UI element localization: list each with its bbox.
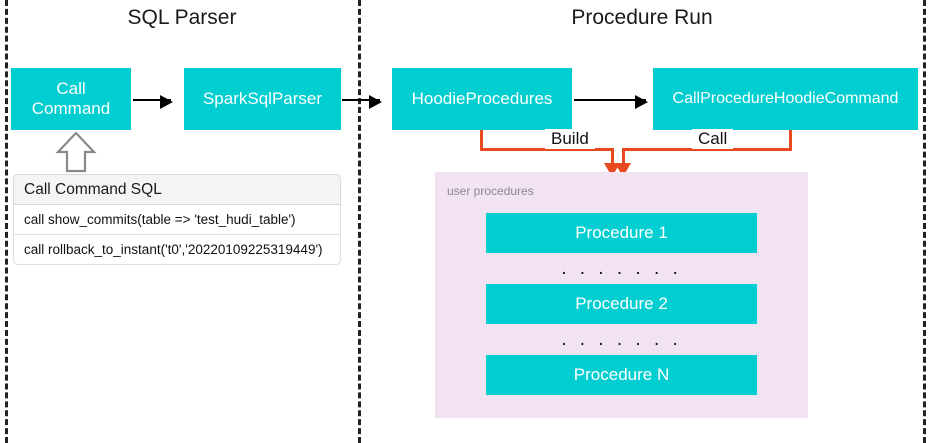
call-command-sql-table: Call Command SQL call show_commits(table… (13, 174, 341, 265)
call-connector-horizontal (622, 148, 792, 151)
procedures-ellipsis-2: . . . . . . . (561, 329, 682, 350)
user-procedures-label: user procedures (447, 184, 534, 198)
sql-table-row-0[interactable]: call show_commits(table => 'test_hudi_ta… (13, 205, 341, 235)
divider-left (5, 0, 8, 443)
node-hoodie-procedures[interactable]: HoodieProcedures (392, 68, 572, 130)
node-spark-sql-parser-label: SparkSqlParser (202, 89, 323, 109)
procedure-box-n-label: Procedure N (573, 365, 670, 385)
node-hoodie-procedures-label: HoodieProcedures (411, 89, 553, 109)
node-call-command-line2: Command (31, 99, 111, 118)
divider-middle (358, 0, 361, 443)
procedure-box-n[interactable]: Procedure N (486, 355, 757, 395)
node-call-command-line1: Call (56, 79, 86, 99)
node-call-procedure-hoodie-command[interactable]: CallProcedureHoodieCommand (653, 68, 918, 130)
procedures-ellipsis-1: . . . . . . . (561, 258, 682, 279)
block-up-arrow-icon (55, 131, 97, 173)
build-connector-horizontal (480, 148, 614, 151)
node-call-procedure-hoodie-command-label: CallProcedureHoodieCommand (672, 89, 899, 107)
edge-label-call: Call (692, 129, 734, 149)
section-title-sql-parser: SQL Parser (127, 6, 237, 29)
call-connector-vertical-start (789, 130, 792, 151)
sql-table-header: Call Command SQL (13, 174, 341, 205)
divider-right (923, 0, 926, 443)
call-connector-vertical-end (622, 148, 625, 169)
procedure-box-1[interactable]: Procedure 1 (486, 213, 757, 253)
section-title-procedure-run: Procedure Run (571, 6, 713, 29)
arrow-call-command-to-spark-parser (133, 95, 173, 109)
procedure-box-2-label: Procedure 2 (575, 294, 668, 314)
edge-label-build: Build (545, 129, 595, 149)
sql-table-row-1[interactable]: call rollback_to_instant('t0','202201092… (13, 235, 341, 265)
node-spark-sql-parser[interactable]: SparkSqlParser (184, 68, 341, 130)
arrow-hoodie-procedures-to-call-procedure-command (574, 95, 648, 109)
procedure-box-2[interactable]: Procedure 2 (486, 284, 757, 324)
arrow-spark-parser-to-hoodie-procedures (342, 95, 382, 109)
procedure-box-1-label: Procedure 1 (575, 223, 668, 243)
build-connector-vertical-start (480, 130, 483, 151)
build-connector-vertical-end (611, 148, 614, 169)
node-call-command[interactable]: Call Command (11, 68, 131, 130)
